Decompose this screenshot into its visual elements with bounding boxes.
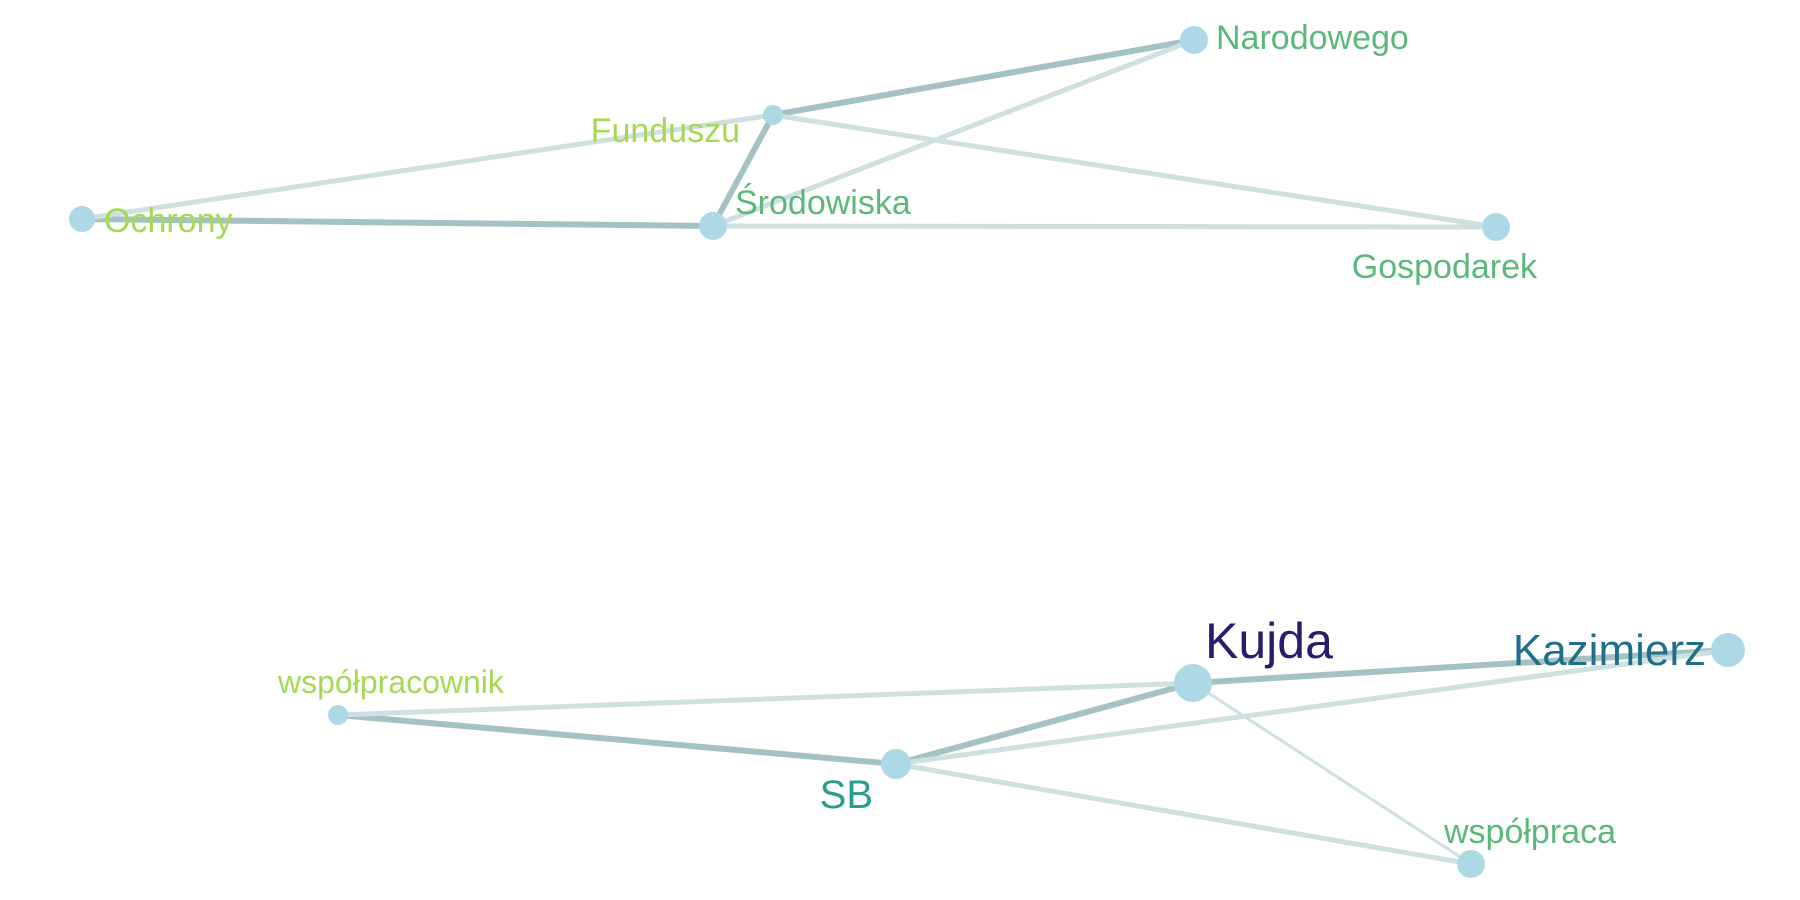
nodes-layer (69, 26, 1745, 878)
edge-srodowiska-gospodarek (710, 223, 1499, 230)
node-wspolpraca (1457, 850, 1485, 878)
edge-sb-kujda (893, 680, 1196, 767)
node-label-kujda: Kujda (1205, 613, 1333, 669)
node-ochrony (69, 206, 95, 232)
node-label-sb: SB (820, 773, 873, 817)
node-narodowego (1180, 26, 1208, 54)
edge-kujda-wspolpraca (1191, 681, 1473, 866)
edge-wspolpracownik-sb (335, 712, 899, 767)
node-gospodarek (1482, 213, 1510, 241)
edge-funduszu-gospodarek (770, 112, 1499, 230)
node-kazimierz (1711, 633, 1745, 667)
edge-funduszu-srodowiska (710, 112, 776, 229)
edge-sb-wspolpraca (893, 761, 1474, 867)
edge-ochrony-funduszu (79, 112, 776, 222)
node-funduszu (763, 105, 783, 125)
edge-ochrony-srodowiska (79, 216, 716, 229)
edge-sb-kazimierz (893, 647, 1731, 767)
edge-funduszu-narodowego (770, 37, 1197, 118)
edge-kujda-kazimierz (1190, 647, 1731, 686)
node-label-funduszu: Funduszu (591, 112, 740, 150)
node-label-ochrony: Ochrony (104, 202, 233, 240)
node-label-gospodarek: Gospodarek (1352, 248, 1538, 286)
node-label-wspolpraca: współpraca (1443, 813, 1616, 851)
node-label-srodowiska: Środowiska (735, 183, 911, 222)
node-wspolpracownik (328, 705, 348, 725)
node-kujda (1174, 664, 1212, 702)
edge-wspolpracownik-kujda (335, 680, 1196, 718)
edges-layer (79, 37, 1731, 867)
node-label-kazimierz: Kazimierz (1513, 626, 1706, 675)
node-label-wspolpracownik: współpracownik (277, 664, 505, 700)
node-srodowiska (699, 212, 727, 240)
edge-srodowiska-narodowego (710, 37, 1197, 229)
node-label-narodowego: Narodowego (1216, 19, 1409, 57)
node-sb (881, 749, 911, 779)
